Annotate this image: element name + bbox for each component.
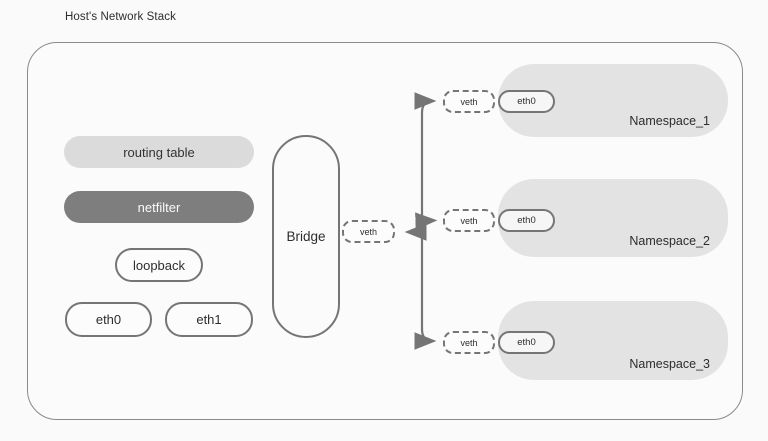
netfilter-label: netfilter bbox=[137, 199, 181, 215]
namespace-1-eth0-node: eth0 bbox=[498, 90, 555, 113]
diagram-title: Host's Network Stack bbox=[65, 11, 176, 23]
host-eth1-label: eth1 bbox=[196, 312, 222, 327]
host-eth0-node: eth0 bbox=[65, 302, 152, 337]
loopback-label: loopback bbox=[132, 257, 186, 273]
host-eth0-label: eth0 bbox=[95, 312, 122, 327]
namespace-3-veth-node: veth bbox=[443, 331, 495, 354]
namespace-1-label: Namespace_1 bbox=[629, 114, 710, 128]
namespace-3-eth0-node: eth0 bbox=[498, 331, 555, 354]
namespace-2-container: Namespace_2 bbox=[498, 179, 728, 257]
namespace-2-eth0-node: eth0 bbox=[498, 209, 555, 232]
bridge-veth-node: veth bbox=[342, 220, 395, 243]
bridge-node: Bridge bbox=[272, 135, 340, 338]
routing-table-node: routing table bbox=[64, 136, 254, 168]
namespace-3-veth-label: veth bbox=[460, 337, 478, 348]
netfilter-node: netfilter bbox=[64, 191, 254, 223]
namespace-2-veth-node: veth bbox=[443, 209, 495, 232]
bridge-veth-label: veth bbox=[359, 226, 377, 237]
namespace-2-eth0-label: eth0 bbox=[517, 215, 536, 226]
namespace-1-eth0-label: eth0 bbox=[517, 96, 536, 107]
loopback-node: loopback bbox=[115, 248, 203, 282]
namespace-1-veth-node: veth bbox=[443, 90, 495, 113]
host-eth1-node: eth1 bbox=[165, 302, 253, 337]
namespace-1-veth-label: veth bbox=[460, 96, 478, 107]
namespace-3-container: Namespace_3 bbox=[498, 301, 728, 380]
namespace-3-eth0-label: eth0 bbox=[517, 337, 536, 348]
routing-table-label: routing table bbox=[123, 144, 195, 160]
namespace-2-label: Namespace_2 bbox=[629, 234, 710, 248]
namespace-3-label: Namespace_3 bbox=[629, 357, 710, 371]
namespace-2-veth-label: veth bbox=[460, 215, 478, 226]
bridge-label: Bridge bbox=[286, 229, 326, 244]
